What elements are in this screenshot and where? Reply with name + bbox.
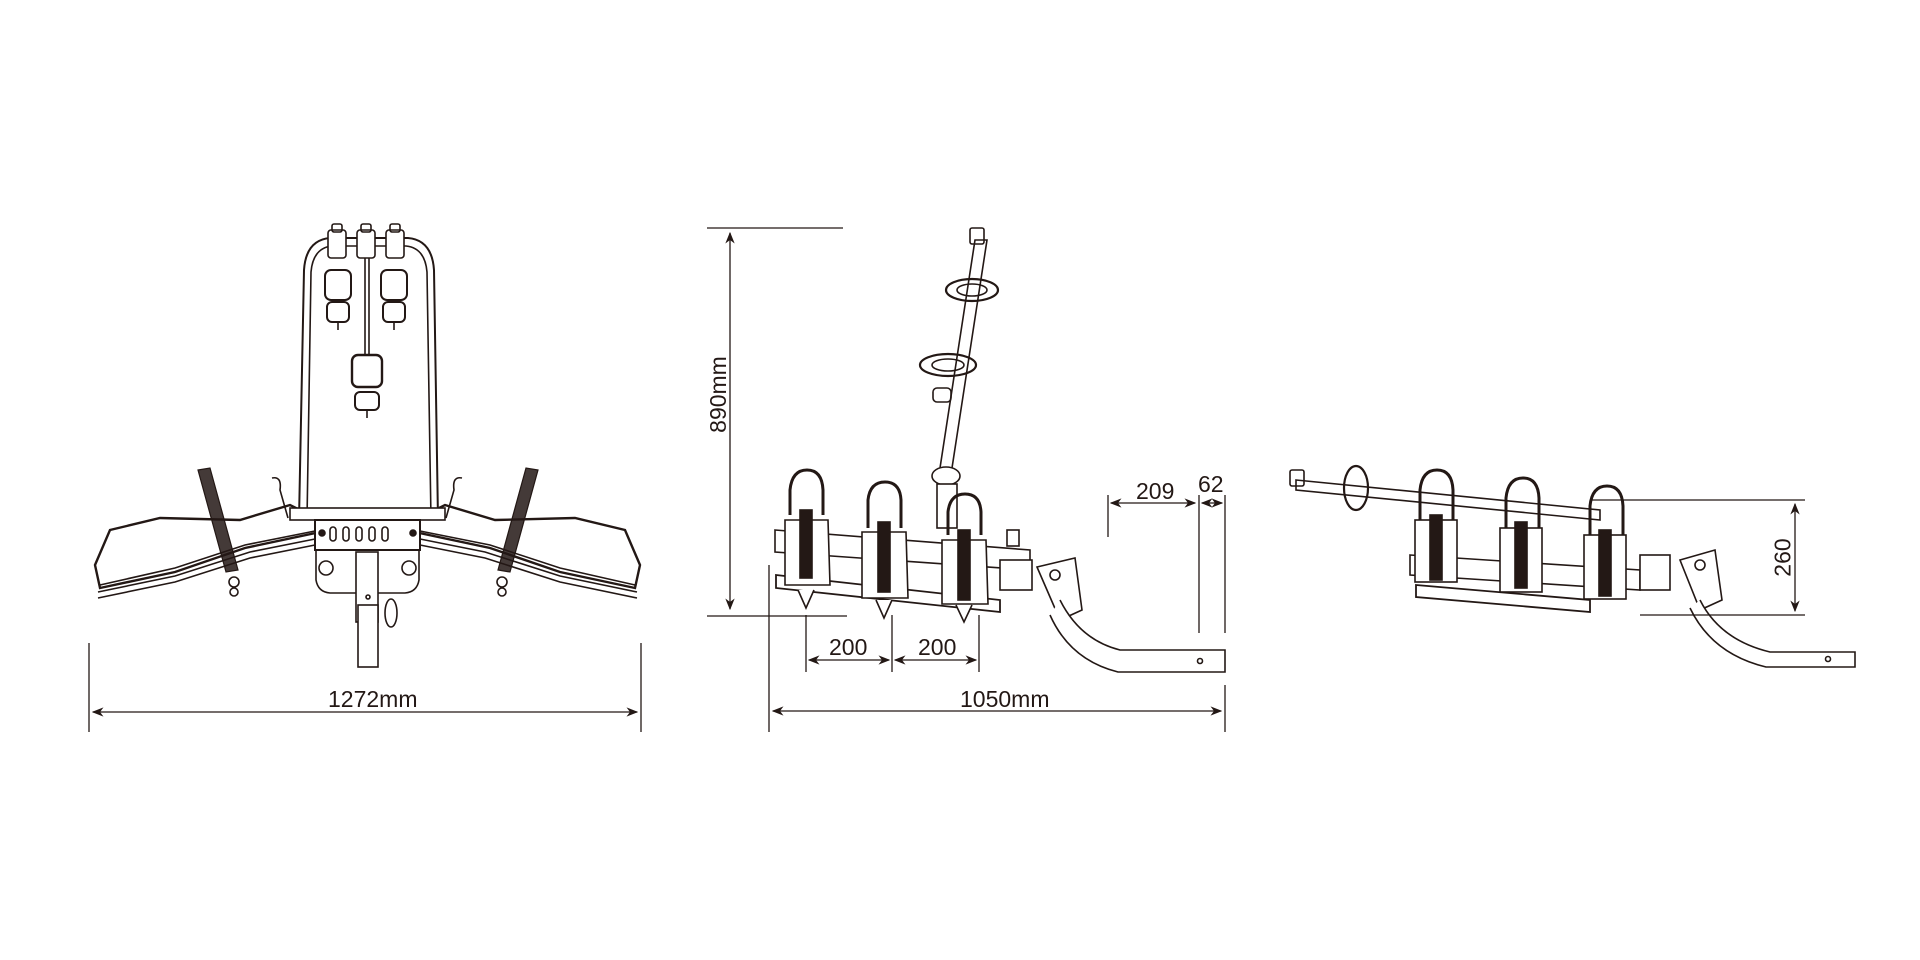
dimension-label-folded-height: 260 xyxy=(1769,538,1796,577)
folded-cradle-2 xyxy=(1499,476,1543,593)
side-view-folded xyxy=(1289,464,1856,668)
clamp-left xyxy=(324,269,352,330)
dimension-label-front-width: 1272mm xyxy=(328,686,418,712)
clamp-center xyxy=(350,353,384,418)
folded-cradle-3 xyxy=(1583,484,1627,600)
dimension-label-wheel-spacing-1: 200 xyxy=(829,634,868,660)
front-view xyxy=(93,223,642,668)
folded-cradle-1 xyxy=(1414,468,1458,583)
dimension-lines xyxy=(88,227,1805,732)
cradle-1 xyxy=(784,468,831,610)
side-view-upright xyxy=(774,227,1226,673)
dimension-label-side-height: 890mm xyxy=(704,356,731,433)
dimension-label-hitch-offset: 209 xyxy=(1136,478,1175,504)
dimension-label-wheel-spacing-2: 200 xyxy=(918,634,957,660)
cradle-3 xyxy=(941,492,989,624)
dimension-label-hitch-tube: 62 xyxy=(1198,471,1224,497)
cradle-2 xyxy=(861,480,909,620)
dimension-label-side-length: 1050mm xyxy=(960,686,1050,712)
clamp-right xyxy=(380,269,408,330)
